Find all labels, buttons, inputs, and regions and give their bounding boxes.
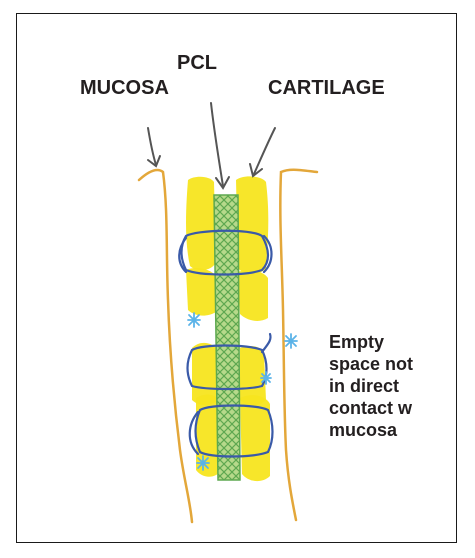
label-cartilage: CARTILAGE bbox=[268, 77, 385, 100]
note-line: contact w bbox=[329, 397, 413, 419]
note-line: space not bbox=[329, 353, 413, 375]
note-line: in direct bbox=[329, 375, 413, 397]
empty-space-note: Empty space not in direct contact w muco… bbox=[329, 331, 413, 441]
label-pcl: PCL bbox=[177, 52, 217, 75]
mucosa-right-line bbox=[280, 170, 317, 520]
label-arrows bbox=[148, 103, 275, 188]
mucosa-left-line bbox=[139, 170, 192, 522]
note-line: Empty bbox=[329, 331, 413, 353]
note-line: mucosa bbox=[329, 419, 413, 441]
pcl-scaffold bbox=[214, 195, 240, 480]
label-mucosa: MUCOSA bbox=[80, 77, 169, 100]
